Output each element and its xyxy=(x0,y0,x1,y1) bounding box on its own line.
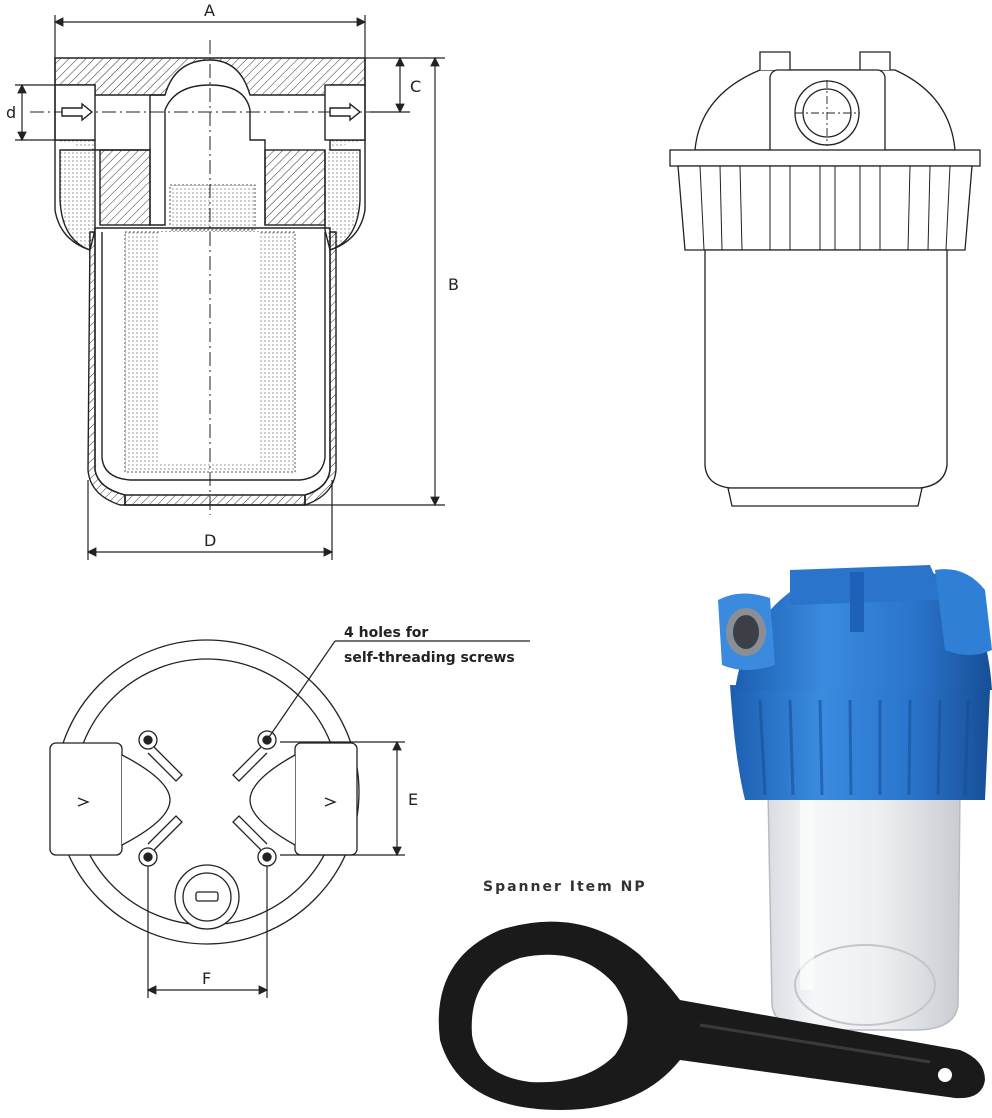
spanner-caption: Spanner Item NP xyxy=(483,879,647,895)
dim-label-b: B xyxy=(448,275,459,294)
elevation-view xyxy=(669,51,981,507)
dim-label-e: E xyxy=(408,790,418,809)
plan-dimension-lines xyxy=(146,640,530,998)
dim-label-c: C xyxy=(410,77,421,96)
holes-note-line1: 4 holes for xyxy=(344,625,428,641)
housing-photo xyxy=(718,565,992,1031)
spanner-photo xyxy=(438,921,985,1110)
dim-label-f: F xyxy=(202,969,211,988)
dim-label-d: D xyxy=(204,531,216,550)
dimension-lines xyxy=(15,15,445,560)
holes-note-line2: self-threading screws xyxy=(344,650,515,666)
section-view xyxy=(30,40,395,515)
dim-label-a: A xyxy=(204,1,215,20)
dim-label-d-small: d xyxy=(6,103,16,122)
plan-view xyxy=(49,639,360,945)
